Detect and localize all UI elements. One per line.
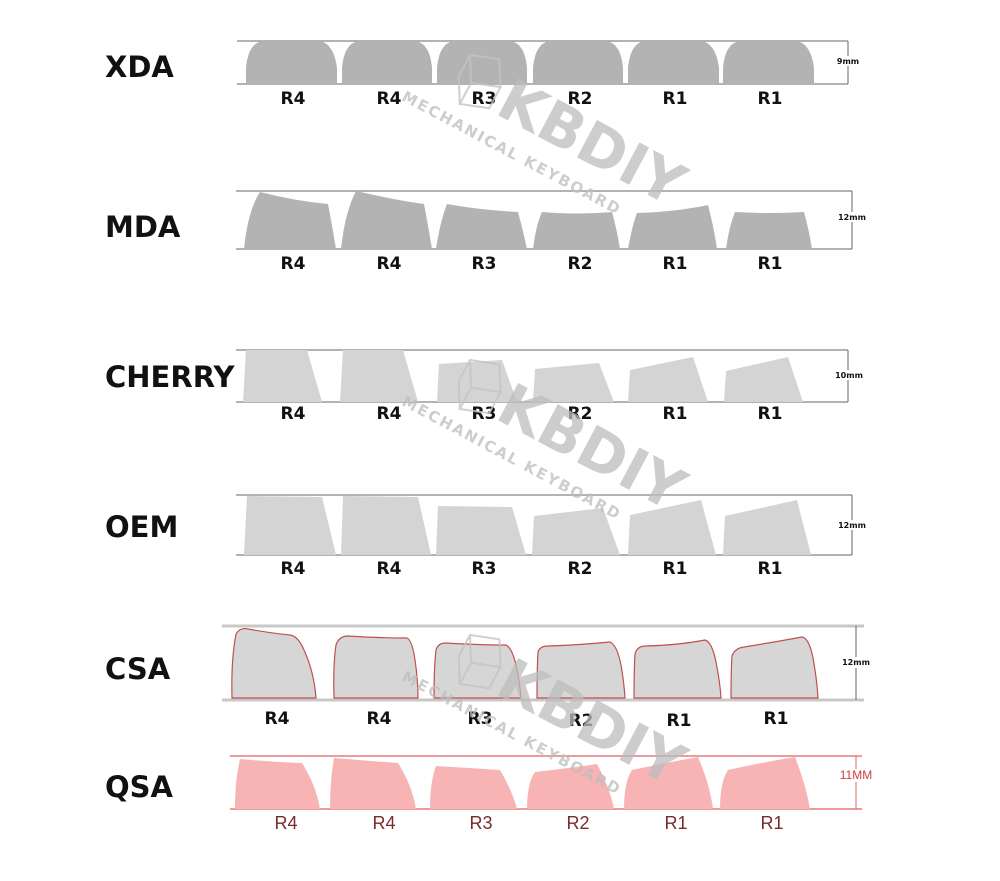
qsa-section: 11MM R4 R4 R3 R2 R1 R1 [230, 755, 872, 833]
row-label: R2 [568, 559, 593, 579]
row-label: R1 [664, 813, 687, 833]
keycap-logo-icon [457, 633, 502, 690]
keycap-xda-r2 [533, 41, 623, 84]
keycap-logo-icon [457, 358, 502, 415]
keycap-mda-r4a [244, 192, 336, 249]
row-label: R2 [569, 711, 594, 731]
profile-label-mda: MDA [105, 210, 181, 244]
keycap-mda-r3 [436, 204, 527, 249]
cherry-section: 10mm R4 R4 R3 R2 R1 R1 [236, 349, 863, 424]
row-label: R4 [377, 559, 402, 579]
keycap-csa-r2 [536, 641, 626, 699]
row-label: R1 [758, 89, 783, 109]
keycap-cherry-r1b [724, 357, 803, 402]
cherry-height: 10mm [835, 371, 863, 380]
xda-height: 9mm [837, 57, 859, 66]
keycap-csa-r4b [333, 635, 419, 699]
row-label: R4 [377, 404, 402, 424]
row-label: R3 [472, 89, 497, 109]
row-label: R2 [566, 813, 589, 833]
keycap-mda-r1a [628, 205, 717, 249]
profile-label-xda: XDA [105, 50, 174, 84]
row-label: R3 [468, 709, 493, 729]
oem-section: 12mm R4 R4 R3 R2 R1 R1 [236, 494, 866, 579]
oem-height: 12mm [838, 521, 866, 530]
row-label: R1 [663, 559, 688, 579]
row-label: R1 [764, 709, 789, 729]
row-label: R4 [281, 404, 306, 424]
csa-section: 12mm R4 R4 R3 R2 R1 R1 [222, 624, 872, 731]
keycap-cherry-r2 [533, 363, 614, 402]
mda-section: 12mm R4 R4 R3 R2 R1 R1 [236, 190, 866, 274]
keycap-oem-r4b [341, 496, 431, 555]
row-label: R3 [472, 404, 497, 424]
row-label: R3 [469, 813, 492, 833]
keycap-oem-r2 [532, 508, 620, 555]
profile-label-oem: OEM [105, 510, 179, 544]
row-label: R4 [377, 89, 402, 109]
row-label: R2 [568, 404, 593, 424]
row-label: R1 [760, 813, 783, 833]
keycap-cherry-r1a [628, 357, 708, 402]
keycap-xda-r1b [723, 41, 814, 84]
keycap-qsa-r1b [720, 757, 810, 809]
row-label: R1 [663, 404, 688, 424]
keycap-qsa-r1a [624, 757, 713, 809]
row-label: R2 [568, 254, 593, 274]
keycap-logo-icon [457, 53, 502, 110]
keycap-csa-r4a [231, 627, 317, 699]
row-label: R3 [472, 559, 497, 579]
keycap-qsa-r2 [527, 764, 614, 809]
profile-label-cherry: CHERRY [105, 360, 235, 394]
row-label: R4 [281, 89, 306, 109]
row-label: R1 [758, 559, 783, 579]
row-label: R4 [265, 709, 290, 729]
qsa-height: 11MM [840, 768, 872, 782]
xda-section: 9mm R4 R4 R3 R2 R1 R1 [237, 40, 860, 109]
mda-height: 12mm [838, 213, 866, 222]
row-label: R2 [568, 89, 593, 109]
keycap-mda-r1b [726, 212, 812, 249]
row-label: R1 [663, 254, 688, 274]
row-label: R4 [281, 559, 306, 579]
keycap-qsa-r3 [430, 766, 517, 809]
row-label: R4 [367, 709, 392, 729]
csa-height: 12mm [842, 658, 870, 667]
keycap-mda-r2 [533, 212, 620, 249]
row-label: R4 [372, 813, 395, 833]
row-label: R1 [663, 89, 688, 109]
row-label: R4 [377, 254, 402, 274]
keycap-csa-r1a [633, 639, 722, 699]
keycap-xda-r4a [246, 41, 337, 84]
keycap-oem-r4a [244, 496, 336, 555]
profile-label-qsa: QSA [105, 770, 173, 804]
keycap-xda-r1a [628, 41, 719, 84]
profile-label-csa: CSA [105, 652, 171, 686]
row-label: R1 [667, 711, 692, 731]
keycap-oem-r3 [436, 506, 526, 555]
row-label: R4 [274, 813, 297, 833]
keycap-cherry-r4a [243, 350, 322, 402]
row-label: R1 [758, 404, 783, 424]
keycap-csa-r1b [730, 636, 819, 699]
keycap-qsa-r4a [235, 759, 320, 809]
row-label: R3 [472, 254, 497, 274]
row-label: R1 [758, 254, 783, 274]
keycap-oem-r1b [723, 500, 811, 555]
keycap-oem-r1a [628, 500, 716, 555]
keycap-xda-r4b [342, 41, 432, 84]
row-label: R4 [281, 254, 306, 274]
